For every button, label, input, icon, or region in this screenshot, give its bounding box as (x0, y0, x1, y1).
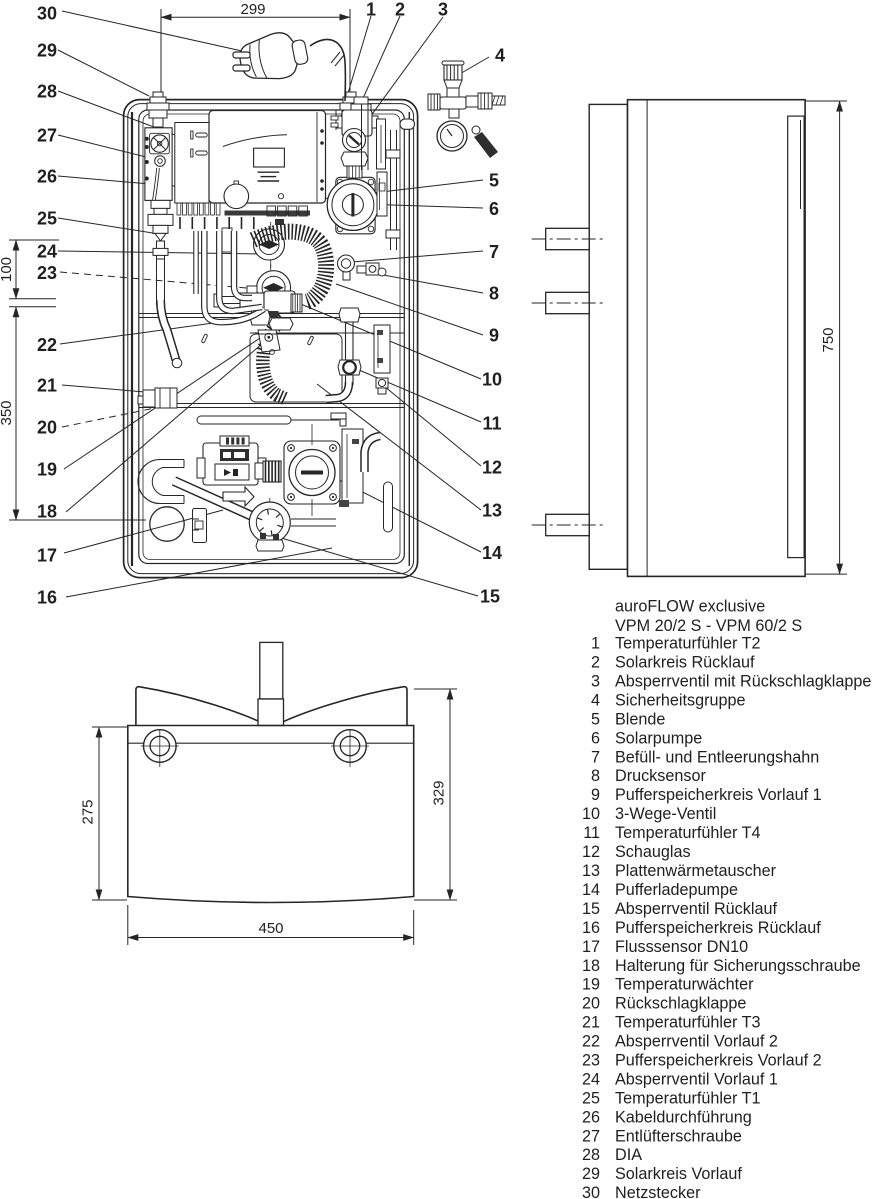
svg-text:19: 19 (37, 459, 57, 479)
svg-text:27: 27 (582, 1127, 600, 1145)
svg-text:20: 20 (582, 995, 600, 1013)
svg-text:450: 450 (258, 920, 283, 937)
svg-text:Pufferspeicherkreis Rücklauf: Pufferspeicherkreis Rücklauf (615, 919, 821, 937)
svg-text:28: 28 (37, 81, 57, 101)
svg-text:27: 27 (37, 125, 57, 145)
svg-text:100: 100 (0, 257, 15, 282)
svg-text:12: 12 (482, 457, 502, 477)
svg-text:23: 23 (37, 263, 57, 283)
svg-text:19: 19 (582, 976, 600, 994)
svg-text:24: 24 (37, 241, 57, 261)
svg-text:Temperaturwächter: Temperaturwächter (615, 976, 754, 994)
svg-text:28: 28 (582, 1146, 600, 1164)
svg-text:3-Wege-Ventil: 3-Wege-Ventil (615, 805, 716, 823)
svg-text:VPM 20/2 S - VPM 60/2 S: VPM 20/2 S - VPM 60/2 S (615, 617, 802, 635)
svg-text:Absperrventil Vorlauf 2: Absperrventil Vorlauf 2 (615, 1033, 778, 1051)
svg-text:Entlüfterschraube: Entlüfterschraube (615, 1127, 742, 1145)
svg-text:26: 26 (37, 166, 57, 186)
svg-text:9: 9 (591, 786, 600, 804)
svg-text:Pufferladepumpe: Pufferladepumpe (615, 881, 738, 899)
svg-text:Temperaturfühler T4: Temperaturfühler T4 (615, 824, 760, 842)
svg-text:299: 299 (240, 1, 265, 18)
svg-text:329: 329 (431, 780, 448, 805)
svg-text:Befüll- und Entleerungshahn: Befüll- und Entleerungshahn (615, 748, 819, 766)
svg-text:10: 10 (482, 369, 502, 389)
svg-text:29: 29 (582, 1165, 600, 1183)
svg-text:Kabeldurchführung: Kabeldurchführung (615, 1108, 752, 1126)
svg-text:Schauglas: Schauglas (615, 843, 691, 861)
svg-text:15: 15 (582, 900, 600, 918)
svg-text:1: 1 (366, 0, 376, 19)
svg-text:1: 1 (591, 635, 600, 653)
svg-text:30: 30 (582, 1184, 600, 1199)
svg-text:Netzstecker: Netzstecker (615, 1184, 701, 1199)
svg-text:16: 16 (582, 919, 600, 937)
svg-text:Sicherheitsgruppe: Sicherheitsgruppe (615, 692, 745, 710)
svg-text:29: 29 (37, 40, 57, 60)
svg-text:7: 7 (591, 748, 600, 766)
svg-text:2: 2 (591, 654, 600, 672)
svg-text:4: 4 (591, 692, 600, 710)
svg-text:15: 15 (480, 586, 500, 606)
svg-text:8: 8 (591, 767, 600, 785)
svg-text:21: 21 (582, 1014, 600, 1032)
svg-text:25: 25 (582, 1089, 600, 1107)
svg-text:18: 18 (37, 501, 57, 521)
svg-text:Temperaturfühler T3: Temperaturfühler T3 (615, 1014, 760, 1032)
svg-text:275: 275 (80, 799, 97, 824)
svg-text:350: 350 (0, 400, 15, 425)
svg-text:7: 7 (489, 242, 499, 262)
svg-text:22: 22 (37, 335, 57, 355)
svg-text:Plattenwärmetauscher: Plattenwärmetauscher (615, 862, 777, 880)
svg-text:23: 23 (582, 1052, 600, 1070)
svg-text:Absperrventil mit Rückschlagkl: Absperrventil mit Rückschlagklappe (615, 673, 871, 691)
svg-text:18: 18 (582, 957, 600, 975)
svg-text:9: 9 (489, 325, 499, 345)
svg-text:13: 13 (482, 500, 502, 520)
svg-text:11: 11 (482, 413, 501, 433)
svg-text:Absperrventil Rücklauf: Absperrventil Rücklauf (615, 900, 777, 918)
svg-text:17: 17 (37, 545, 57, 565)
svg-text:2: 2 (395, 0, 405, 19)
svg-text:21: 21 (37, 375, 57, 395)
svg-text:Temperaturfühler T1: Temperaturfühler T1 (615, 1089, 760, 1107)
svg-text:8: 8 (489, 283, 499, 303)
svg-text:22: 22 (582, 1033, 600, 1051)
svg-text:16: 16 (37, 587, 57, 607)
svg-text:Solarpumpe: Solarpumpe (615, 729, 702, 747)
svg-text:auroFLOW exclusive: auroFLOW exclusive (615, 598, 765, 616)
svg-text:3: 3 (591, 673, 600, 691)
svg-text:24: 24 (582, 1071, 600, 1089)
svg-text:10: 10 (582, 805, 600, 823)
svg-text:Halterung für Sicherungsschrau: Halterung für Sicherungsschraube (615, 957, 861, 975)
svg-text:Blende: Blende (615, 710, 665, 728)
svg-text:Temperaturfühler T2: Temperaturfühler T2 (615, 635, 760, 653)
svg-text:17: 17 (582, 938, 600, 956)
svg-text:Rückschlagklappe: Rückschlagklappe (615, 995, 746, 1013)
svg-text:4: 4 (495, 45, 505, 65)
svg-text:30: 30 (37, 3, 57, 23)
svg-text:14: 14 (582, 881, 600, 899)
svg-text:20: 20 (37, 417, 57, 437)
svg-text:Solarkreis Vorlauf: Solarkreis Vorlauf (615, 1165, 742, 1183)
svg-text:6: 6 (489, 199, 499, 219)
svg-text:26: 26 (582, 1108, 600, 1126)
svg-text:Pufferspeicherkreis Vorlauf 1: Pufferspeicherkreis Vorlauf 1 (615, 786, 822, 804)
svg-text:25: 25 (37, 208, 57, 228)
svg-text:Absperrventil Vorlauf 1: Absperrventil Vorlauf 1 (615, 1071, 778, 1089)
svg-text:3: 3 (438, 0, 448, 19)
svg-text:5: 5 (489, 170, 499, 190)
svg-text:Solarkreis Rücklauf: Solarkreis Rücklauf (615, 654, 755, 672)
svg-text:12: 12 (582, 843, 600, 861)
svg-text:5: 5 (591, 710, 600, 728)
svg-text:DIA: DIA (615, 1146, 642, 1164)
svg-text:Flusssensor DN10: Flusssensor DN10 (615, 938, 748, 956)
svg-text:13: 13 (582, 862, 600, 880)
svg-text:750: 750 (820, 327, 837, 352)
svg-text:Pufferspeicherkreis Vorlauf 2: Pufferspeicherkreis Vorlauf 2 (615, 1052, 822, 1070)
svg-text:14: 14 (482, 543, 502, 563)
svg-text:6: 6 (591, 729, 600, 747)
svg-text:11: 11 (583, 824, 600, 842)
svg-text:Drucksensor: Drucksensor (615, 767, 706, 785)
